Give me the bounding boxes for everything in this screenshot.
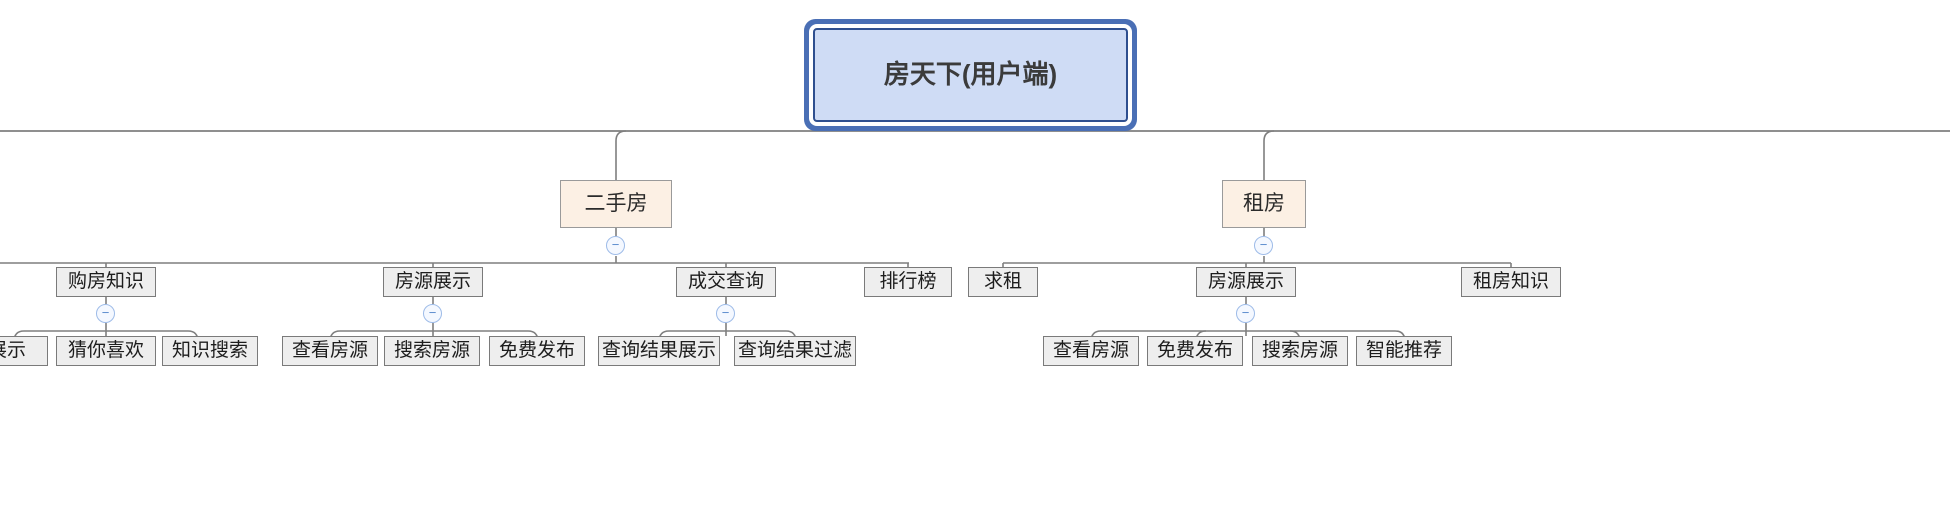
collapse-minus-icon-fangyuan-zhanshi-left[interactable]: − — [423, 304, 442, 323]
node-zufang-zhishi[interactable]: 租房知识 — [1461, 267, 1561, 297]
node-fangyuan-zhanshi-right[interactable]: 房源展示 — [1196, 267, 1296, 297]
node-chengjiao-chaxun-label: 成交查询 — [687, 271, 764, 293]
leaf-node-mianfei-fabu-left-label: 免费发布 — [498, 340, 575, 362]
leaf-node-chakan-fangyuan-right-label: 查看房源 — [1052, 340, 1129, 362]
collapse-minus-icon-chengjiao-chaxun[interactable]: − — [716, 304, 735, 323]
leaf-node-zhanshi[interactable]: 展示 — [0, 336, 48, 366]
leaf-node-chakan-fangyuan-right[interactable]: 查看房源 — [1043, 336, 1139, 366]
leaf-node-zhineng-tuijian[interactable]: 智能推荐 — [1356, 336, 1452, 366]
category-node-ershoufang[interactable]: 二手房 — [560, 180, 672, 228]
leaf-node-mianfei-fabu-left[interactable]: 免费发布 — [489, 336, 585, 366]
leaf-node-sousuo-fangyuan-right-label: 搜索房源 — [1261, 340, 1338, 362]
leaf-node-sousuo-fangyuan-left[interactable]: 搜索房源 — [384, 336, 480, 366]
collapse-minus-icon-gouwfang-zhishi[interactable]: − — [96, 304, 115, 323]
leaf-node-sousuo-fangyuan-left-label: 搜索房源 — [393, 340, 470, 362]
leaf-node-chakan-fangyuan-left[interactable]: 查看房源 — [282, 336, 378, 366]
leaf-node-zhanshi-label: 展示 — [0, 340, 26, 362]
collapse-minus-icon-zufang[interactable]: − — [1254, 236, 1273, 255]
category-node-zufang[interactable]: 租房 — [1222, 180, 1306, 228]
leaf-node-sousuo-fangyuan-right[interactable]: 搜索房源 — [1252, 336, 1348, 366]
leaf-node-chaxun-jieguo-guolv[interactable]: 查询结果过滤 — [734, 336, 856, 366]
node-paihangbang[interactable]: 排行榜 — [864, 267, 952, 297]
node-fangyuan-zhanshi-right-label: 房源展示 — [1207, 271, 1284, 293]
leaf-node-chaxun-jieguo-zhanshi[interactable]: 查询结果展示 — [598, 336, 720, 366]
leaf-node-zhishi-sousuo[interactable]: 知识搜索 — [162, 336, 258, 366]
leaf-node-chaxun-jieguo-guolv-label: 查询结果过滤 — [737, 340, 852, 362]
leaf-node-zhineng-tuijian-label: 智能推荐 — [1365, 340, 1442, 362]
collapse-minus-icon-ershoufang[interactable]: − — [606, 236, 625, 255]
leaf-node-cainixihuan[interactable]: 猜你喜欢 — [56, 336, 156, 366]
leaf-node-chaxun-jieguo-zhanshi-label: 查询结果展示 — [601, 340, 716, 362]
node-chengjiao-chaxun[interactable]: 成交查询 — [676, 267, 776, 297]
leaf-node-mianfei-fabu-right[interactable]: 免费发布 — [1147, 336, 1243, 366]
leaf-node-zhishi-sousuo-label: 知识搜索 — [171, 340, 248, 362]
node-paihangbang-label: 排行榜 — [879, 271, 937, 293]
root-node[interactable]: 房天下(用户端) — [813, 28, 1128, 122]
node-qiuzu[interactable]: 求租 — [968, 267, 1038, 297]
leaf-node-cainixihuan-label: 猜你喜欢 — [67, 340, 144, 362]
node-gouwfang-zhishi[interactable]: 购房知识 — [56, 267, 156, 297]
node-zufang-zhishi-label: 租房知识 — [1472, 271, 1549, 293]
category-node-ershoufang-label: 二手房 — [584, 191, 648, 215]
root-node-label: 房天下(用户端) — [883, 59, 1058, 90]
leaf-node-mianfei-fabu-right-label: 免费发布 — [1156, 340, 1233, 362]
category-node-zufang-label: 租房 — [1243, 191, 1285, 215]
node-gouwfang-zhishi-label: 购房知识 — [67, 271, 144, 293]
node-qiuzu-label: 求租 — [983, 271, 1022, 293]
node-fangyuan-zhanshi-left[interactable]: 房源展示 — [383, 267, 483, 297]
collapse-minus-icon-fangyuan-zhanshi-right[interactable]: − — [1236, 304, 1255, 323]
leaf-node-chakan-fangyuan-left-label: 查看房源 — [291, 340, 368, 362]
node-fangyuan-zhanshi-left-label: 房源展示 — [394, 271, 471, 293]
